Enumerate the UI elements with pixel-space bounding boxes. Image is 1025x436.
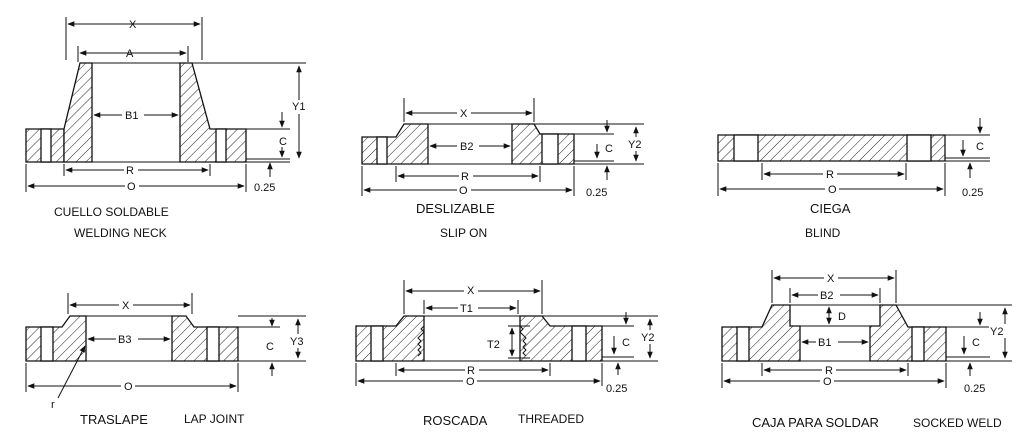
wn-dim-a: A xyxy=(126,48,134,60)
bl-dim-o: O xyxy=(828,184,837,196)
socket-weld-caption-es: CAJA PARA SOLDAR xyxy=(752,415,879,430)
blind-flange: C R O 0.25 CIEGA BLIND xyxy=(717,118,990,240)
threaded-flange: X T1 T2 C Y2 R O 0.25 ROSCADA THREADED xyxy=(355,280,660,428)
wn-dim-y1: Y1 xyxy=(292,101,305,113)
sw-dim-d: D xyxy=(838,311,846,323)
threaded-caption-en: THREADED xyxy=(518,412,584,426)
lap-joint-caption-en: LAP JOINT xyxy=(184,412,245,426)
welding-neck-flange: X A B1 Y1 C R O 0.25 CUELLO SOLDABLE WEL… xyxy=(25,17,311,240)
th-dim-y2: Y2 xyxy=(641,332,654,344)
sw-dim-thickness: 0.25 xyxy=(964,383,985,395)
wn-dim-r: R xyxy=(126,165,134,177)
lap-joint-flange: X B3 C Y3 O r TRASLAPE LAP JOINT xyxy=(25,293,308,427)
wn-dim-x: X xyxy=(129,19,137,31)
socket-weld-section xyxy=(721,304,947,362)
th-dim-thickness: 0.25 xyxy=(606,383,627,395)
lap-joint-section xyxy=(25,315,239,362)
slip-on-section xyxy=(361,123,575,165)
threaded-section xyxy=(355,315,603,362)
bl-dim-r: R xyxy=(826,169,834,181)
threaded-caption-es: ROSCADA xyxy=(423,413,488,428)
lj-dim-o: O xyxy=(124,381,133,393)
sw-dim-y2: Y2 xyxy=(990,326,1003,338)
th-dim-x: X xyxy=(467,285,475,297)
lj-dim-c: C xyxy=(266,341,274,353)
bl-dim-thickness: 0.25 xyxy=(962,187,983,199)
lj-dim-b3: B3 xyxy=(118,334,131,346)
blind-caption-en: BLIND xyxy=(805,226,841,240)
lap-joint-caption-es: TRASLAPE xyxy=(80,412,148,427)
so-dim-c: C xyxy=(605,143,613,155)
sw-dim-r: R xyxy=(825,365,833,377)
lj-dim-x: X xyxy=(122,300,130,312)
blind-section xyxy=(717,134,946,162)
wn-dim-c: C xyxy=(279,136,287,148)
lj-dim-y3: Y3 xyxy=(290,336,303,348)
sw-dim-o: O xyxy=(823,376,832,388)
th-dim-o: O xyxy=(466,376,475,388)
slip-on-caption-en: SLIP ON xyxy=(440,226,487,240)
bl-dim-c: C xyxy=(976,141,984,153)
welding-neck-caption-es: CUELLO SOLDABLE xyxy=(54,205,169,219)
lj-dim-r: r xyxy=(51,399,55,411)
th-dim-r: R xyxy=(467,365,475,377)
so-dim-b2: B2 xyxy=(460,141,473,153)
so-dim-x: X xyxy=(460,108,468,120)
so-dim-thickness: 0.25 xyxy=(586,187,607,199)
sw-dim-b1: B1 xyxy=(818,337,831,349)
sw-dim-x: X xyxy=(827,273,835,285)
so-dim-y2: Y2 xyxy=(628,139,641,151)
welding-neck-section xyxy=(25,62,247,163)
socket-weld-flange: X B2 D B1 C Y2 R O 0.25 CAJA PARA SOLDAR xyxy=(721,270,1012,430)
sw-dim-b2: B2 xyxy=(820,290,833,302)
wn-dim-o: O xyxy=(127,181,136,193)
th-dim-c: C xyxy=(622,337,630,349)
th-dim-t1: T1 xyxy=(460,303,473,315)
sw-dim-c: C xyxy=(972,337,980,349)
so-dim-o: O xyxy=(459,185,468,197)
socket-weld-caption-en: SOCKED WELD xyxy=(913,416,1002,430)
wn-dim-thickness: 0.25 xyxy=(254,182,275,194)
slip-on-caption-es: DESLIZABLE xyxy=(416,201,495,216)
th-dim-t2: T2 xyxy=(487,339,500,351)
slip-on-flange: X B2 C Y2 R O 0.25 DESLIZABLE SLIP ON xyxy=(361,98,646,240)
wn-dim-b1: B1 xyxy=(125,110,138,122)
so-dim-r: R xyxy=(461,171,469,183)
welding-neck-caption-en: WELDING NECK xyxy=(74,226,167,240)
blind-caption-es: CIEGA xyxy=(810,201,851,216)
